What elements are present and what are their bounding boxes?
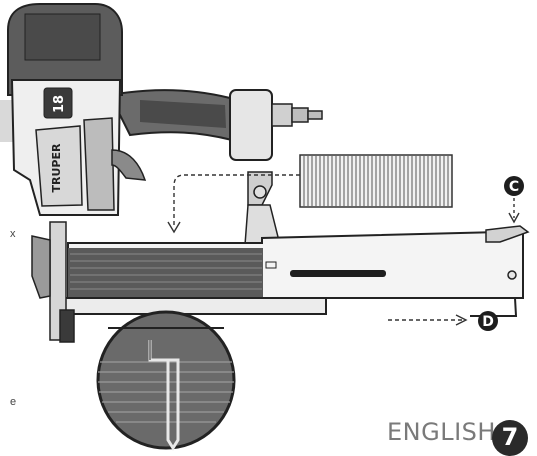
tool-head <box>7 3 147 216</box>
edge-mark-upper: x <box>10 228 16 240</box>
tool-voltage: 18 <box>52 95 67 113</box>
callout-c: C <box>504 176 524 196</box>
magazine <box>57 225 530 317</box>
svg-text:D: D <box>482 314 494 330</box>
air-inlet <box>229 89 323 161</box>
tool-brand: TRUPER <box>50 143 63 192</box>
direction-arrows <box>167 174 520 326</box>
zoom-detail <box>96 310 236 451</box>
tool-handle <box>108 89 234 142</box>
nose-assembly <box>31 221 75 343</box>
staple-strip <box>299 154 453 208</box>
magazine-bracket <box>244 171 281 246</box>
edge-mark-lower: e <box>10 396 17 408</box>
callout-d: D <box>478 311 498 331</box>
svg-text:C: C <box>509 179 519 195</box>
footer-language: ENGLISH <box>387 418 496 446</box>
page-number-badge: 7 <box>492 420 528 456</box>
